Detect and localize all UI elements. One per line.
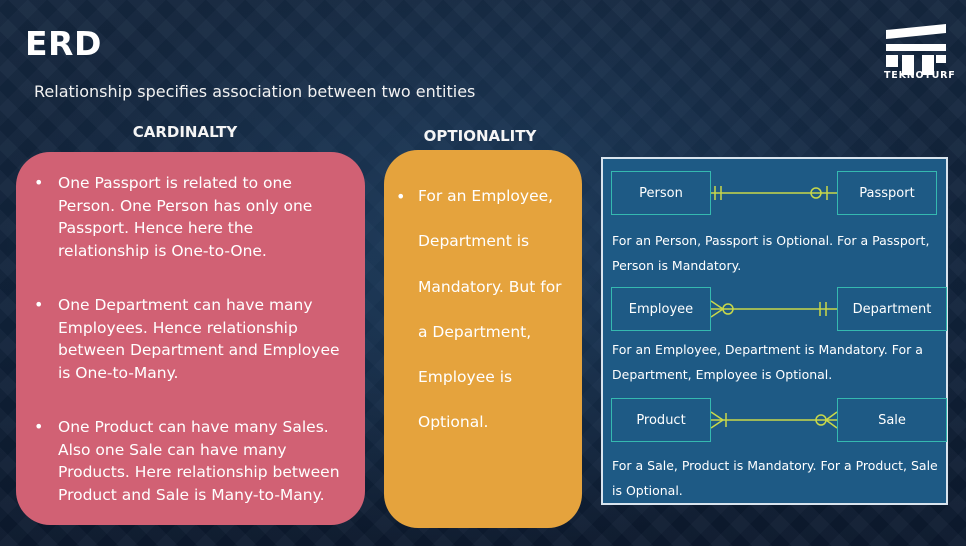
optionality-text: For an Employee, Department is Mandatory… — [394, 174, 568, 446]
cardinality-heading: CARDINALTY — [132, 123, 238, 141]
optionality-line: Mandatory. But for — [418, 277, 562, 296]
optionality-heading: OPTIONALITY — [423, 127, 537, 145]
cardinality-item-one-to-many: One Department can have many Employees. … — [32, 294, 349, 384]
slide-title: ERD — [25, 24, 102, 63]
teknoturf-logo — [886, 24, 946, 75]
sale-crow-top — [825, 411, 838, 421]
entity-employee: Employee — [611, 287, 711, 331]
slide-subtitle: Relationship specifies association betwe… — [34, 82, 476, 101]
employee-crow-top — [710, 300, 724, 310]
cardinality-card: One Passport is related to one Person. O… — [16, 152, 365, 525]
entity-passport: Passport — [837, 171, 937, 215]
entity-product: Product — [611, 398, 711, 442]
optionality-line: For an Employee, — [418, 187, 554, 205]
erd-note-employee-department: For an Employee, Department is Mandatory… — [612, 342, 923, 382]
passport-optional-circle — [810, 187, 822, 199]
entity-department: Department — [837, 287, 947, 331]
entity-sale: Sale — [837, 398, 947, 442]
cardinality-item-one-to-one: One Passport is related to one Person. O… — [32, 172, 349, 262]
erd-note-person-passport: For an Person, Passport is Optional. For… — [612, 233, 930, 273]
cardinality-item-many-to-many: One Product can have many Sales. Also on… — [32, 416, 349, 506]
entity-person: Person — [611, 171, 711, 215]
optionality-line: a Department, — [418, 322, 532, 341]
erd-diagram-panel: Person Passport For an Person, Passport … — [601, 157, 948, 505]
erd-connectors — [710, 186, 838, 429]
logo-wordmark: TEKNOTURF — [884, 70, 956, 81]
optionality-line: Employee is — [418, 368, 513, 387]
product-crow-bottom — [710, 419, 724, 429]
product-crow-top — [710, 411, 724, 421]
employee-crow-bottom — [710, 308, 724, 318]
cardinality-list: One Passport is related to one Person. O… — [32, 172, 349, 506]
employee-optional-circle — [722, 303, 734, 315]
erd-note-product-sale: For a Sale, Product is Mandatory. For a … — [612, 458, 938, 498]
optionality-line: Optional. — [418, 413, 489, 432]
optionality-card: For an Employee, Department is Mandatory… — [384, 150, 582, 528]
optionality-line: Department is — [418, 232, 530, 251]
sale-crow-bottom — [825, 419, 838, 429]
